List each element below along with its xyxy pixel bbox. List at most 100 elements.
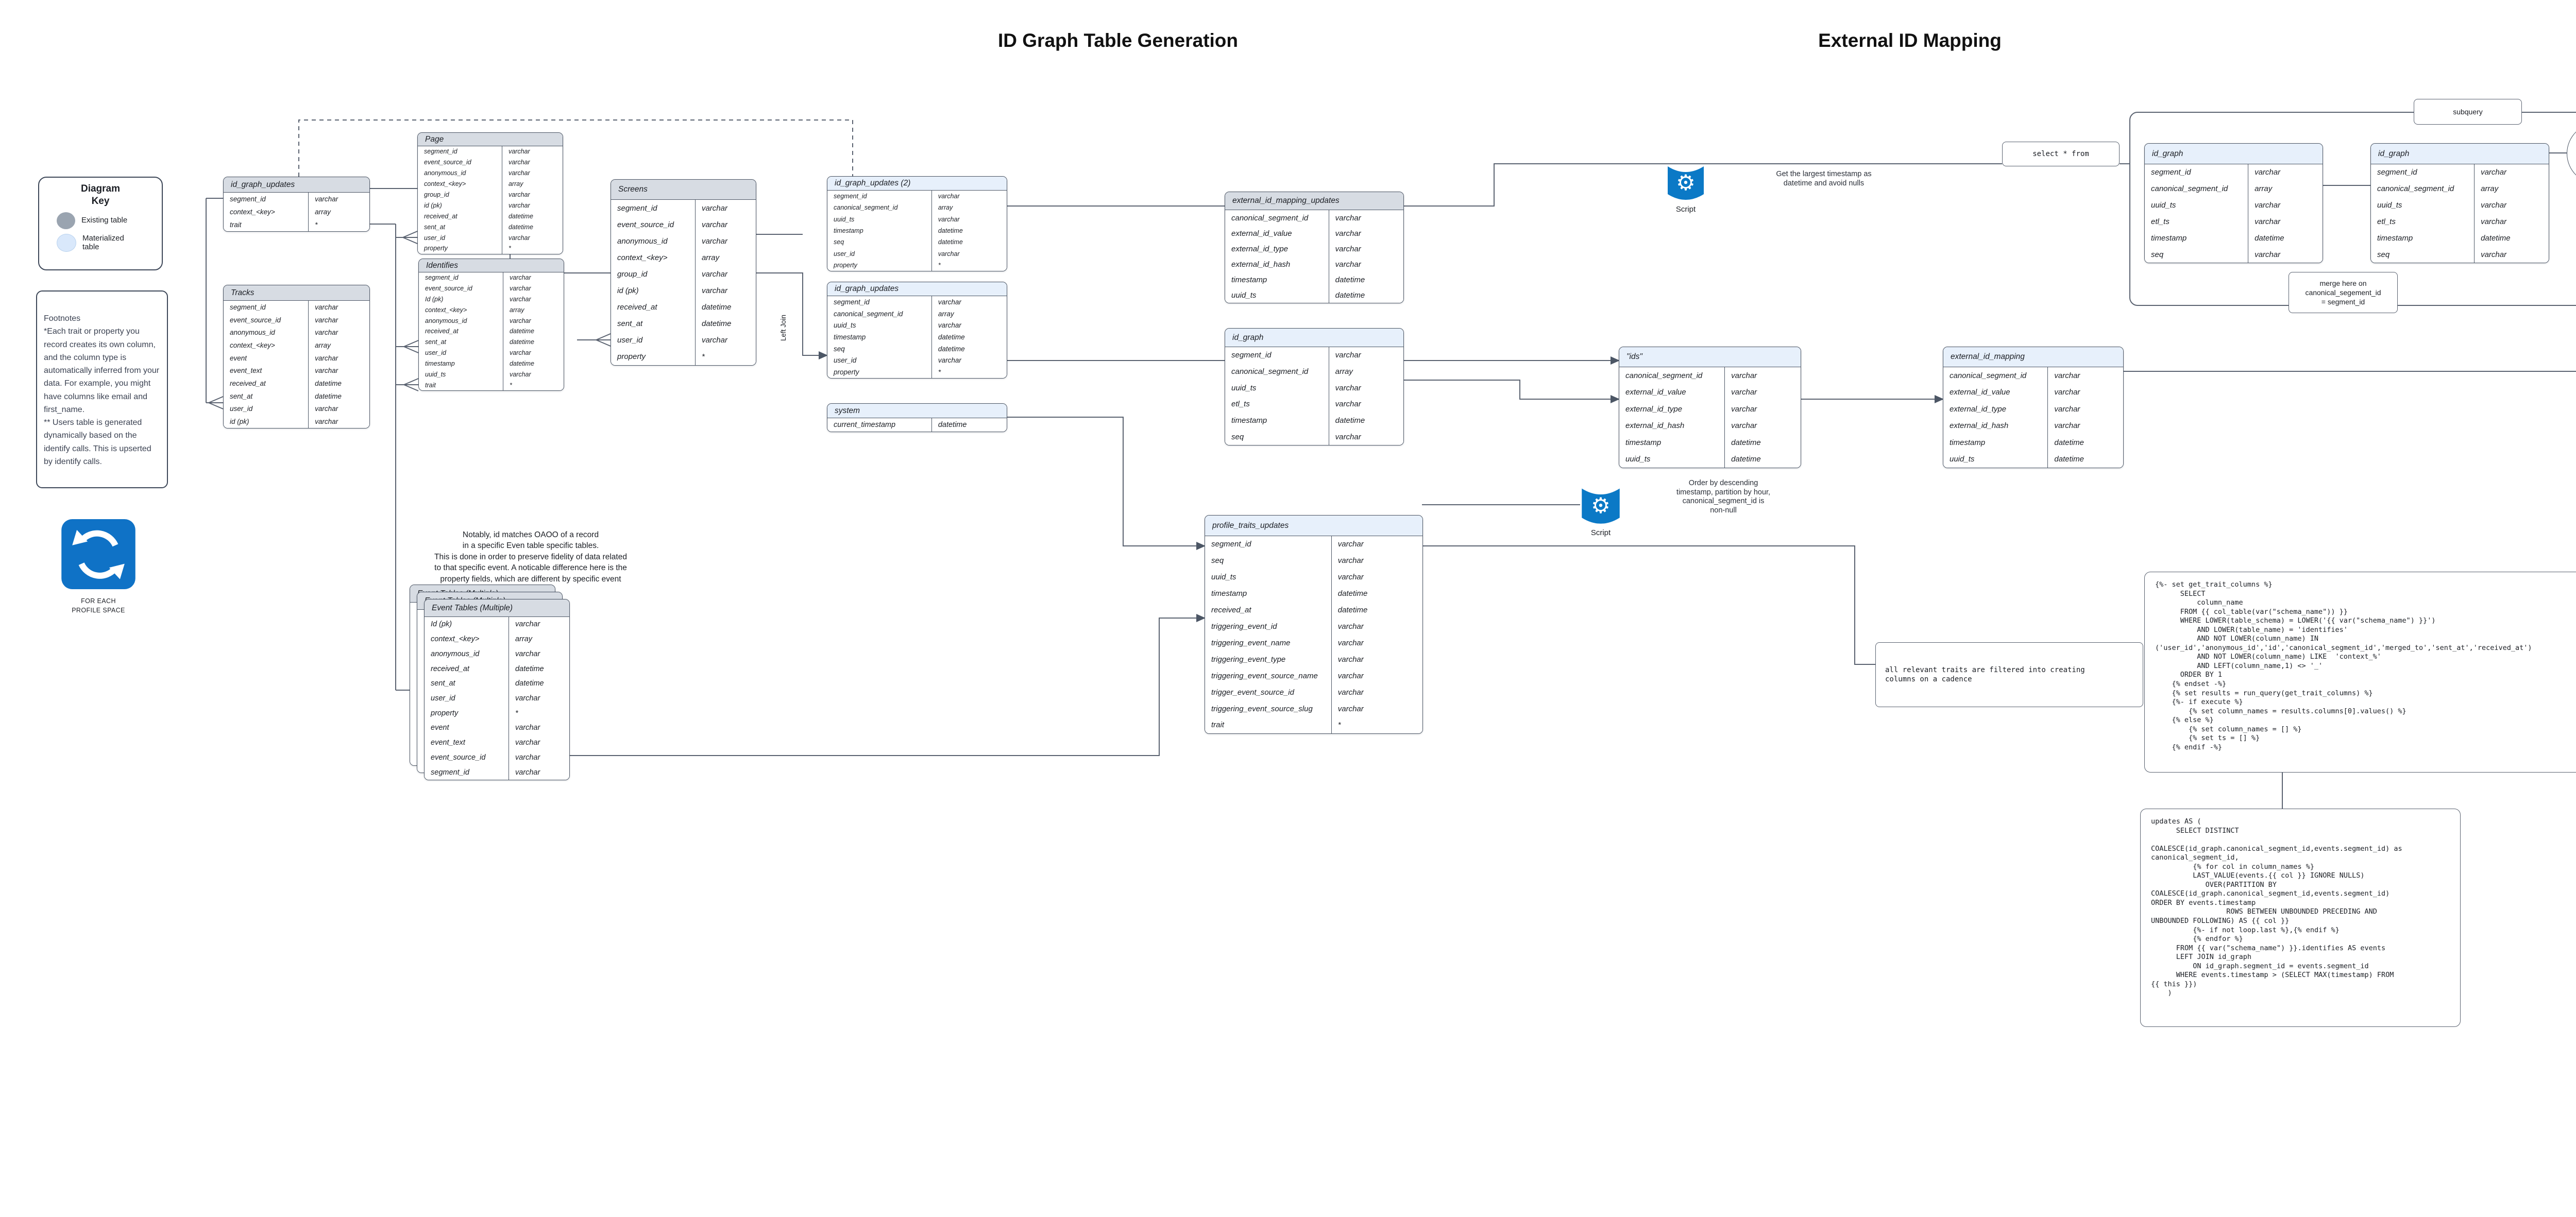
label-subquery[interactable]: subquery [2414,99,2522,125]
field-type: varchar [502,347,564,358]
table-name: id_graph_updates (2) [835,179,911,187]
field-type: varchar [308,193,369,205]
field-name: segment_id [424,148,457,156]
field-type: datetime [501,221,563,233]
field-type: varchar [1331,569,1422,586]
field-row: id (pk)varchar [611,282,756,299]
field-type: array [502,304,564,316]
label-traits-note[interactable]: all relevant traits are filtered into cr… [1875,642,2143,707]
field-row: trait* [224,218,369,231]
field-type: datetime [931,225,1007,237]
field-type: varchar [1328,241,1403,256]
field-type: varchar [502,315,564,327]
field-name: context_<key> [424,180,466,188]
field-type: varchar [508,765,569,780]
table-name: Screens [618,185,648,194]
field-row: property* [827,366,1007,378]
script-icon[interactable]: ⚙ [1667,161,1705,202]
field-type: datetime [1724,451,1801,468]
field-row: property* [425,706,569,721]
field-type: datetime [501,211,563,222]
field-name: seq [2377,250,2390,259]
field-type: varchar [502,294,564,305]
field-type: varchar [508,646,569,662]
field-type: datetime [502,336,564,348]
field-type: datetime [2047,451,2123,468]
field-name: seq [834,345,845,353]
field-type: datetime [1328,287,1403,303]
code-block-jinja-trait-columns[interactable]: {%- set get_trait_columns %} SELECT colu… [2144,572,2576,773]
table-name: external_id_mapping [1951,352,2025,361]
field-type: varchar [2474,164,2549,181]
field-name: context_<key> [425,306,467,314]
code-block-sql-updates-cte[interactable]: updates AS ( SELECT DISTINCT COALESCE(id… [2140,809,2461,1027]
field-type: varchar [501,200,563,211]
field-name: external_id_hash [1950,421,2009,431]
label-select-from[interactable]: select * from [2002,142,2120,166]
script-icon[interactable]: ⚙ [1580,483,1621,526]
field-type: datetime [308,377,369,390]
field-type: varchar [2047,417,2123,434]
gear-icon: ⚙ [1676,170,1696,195]
field-type: varchar [694,200,756,217]
field-type: datetime [508,661,569,676]
field-name: user_id [617,336,643,345]
field-type: varchar [1328,347,1403,364]
field-type: varchar [2047,384,2123,401]
table-header: Page [418,133,563,146]
field-name: seq [1231,432,1244,441]
field-name: anonymous_id [431,649,480,658]
key-item-materialized-table: Materialized table [45,233,156,252]
field-type: varchar [501,157,563,168]
field-name: external_id_value [1231,229,1292,238]
field-name: timestamp [1231,416,1267,425]
field-name: canonical_segment_id [834,310,903,318]
field-name: event_source_id [425,285,472,293]
label-merge-note[interactable]: merge here on canonical_segement_id = se… [2289,272,2398,313]
field-name: event_source_id [230,316,281,324]
for-each-profile-space-icon[interactable] [60,518,137,591]
field-name: anonymous_id [617,236,668,246]
field-type: varchar [1331,667,1422,684]
field-type: * [501,243,563,254]
field-type: array [931,202,1007,214]
left-join-vertical-label: Left Join [779,314,787,341]
field-type: array [508,631,569,647]
field-type: datetime [2047,434,2123,451]
field-type: varchar [308,351,369,365]
